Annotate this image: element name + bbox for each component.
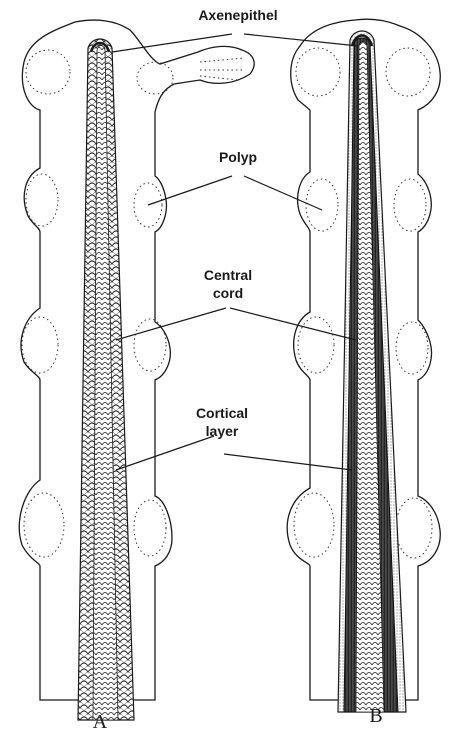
- label-cortical-layer-1: Cortical: [196, 405, 248, 421]
- label-central-cord-2: cord: [213, 285, 243, 301]
- label-cortical-layer-2: layer: [206, 423, 239, 439]
- panel-label-a: A: [93, 711, 108, 733]
- label-central-cord-1: Central: [204, 267, 252, 283]
- label-axenepithel: Axenepithel: [198, 7, 277, 23]
- label-polyp: Polyp: [219, 149, 257, 165]
- panel-label-b: B: [369, 705, 382, 727]
- panel-a-outline: [19, 20, 254, 700]
